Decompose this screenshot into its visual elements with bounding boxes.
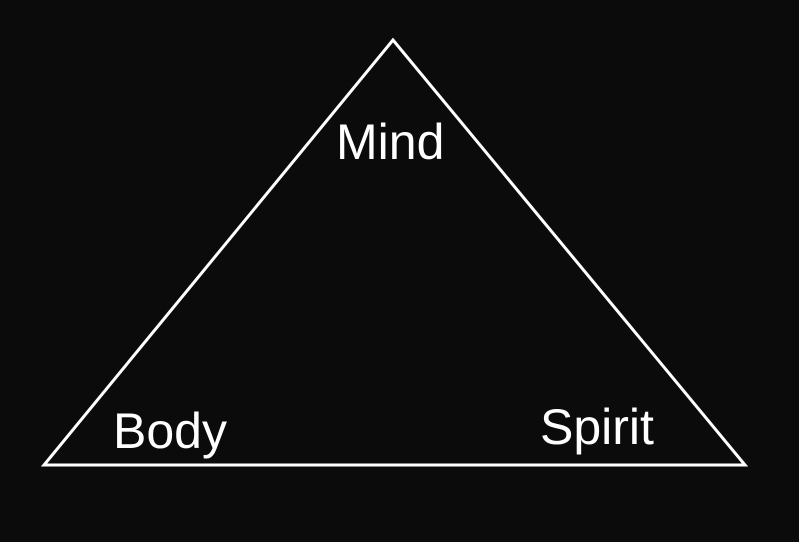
label-spirit: Spirit (540, 399, 654, 455)
label-body: Body (113, 403, 227, 459)
triangle-outline (40, 37, 749, 467)
label-mind: Mind (336, 114, 445, 170)
